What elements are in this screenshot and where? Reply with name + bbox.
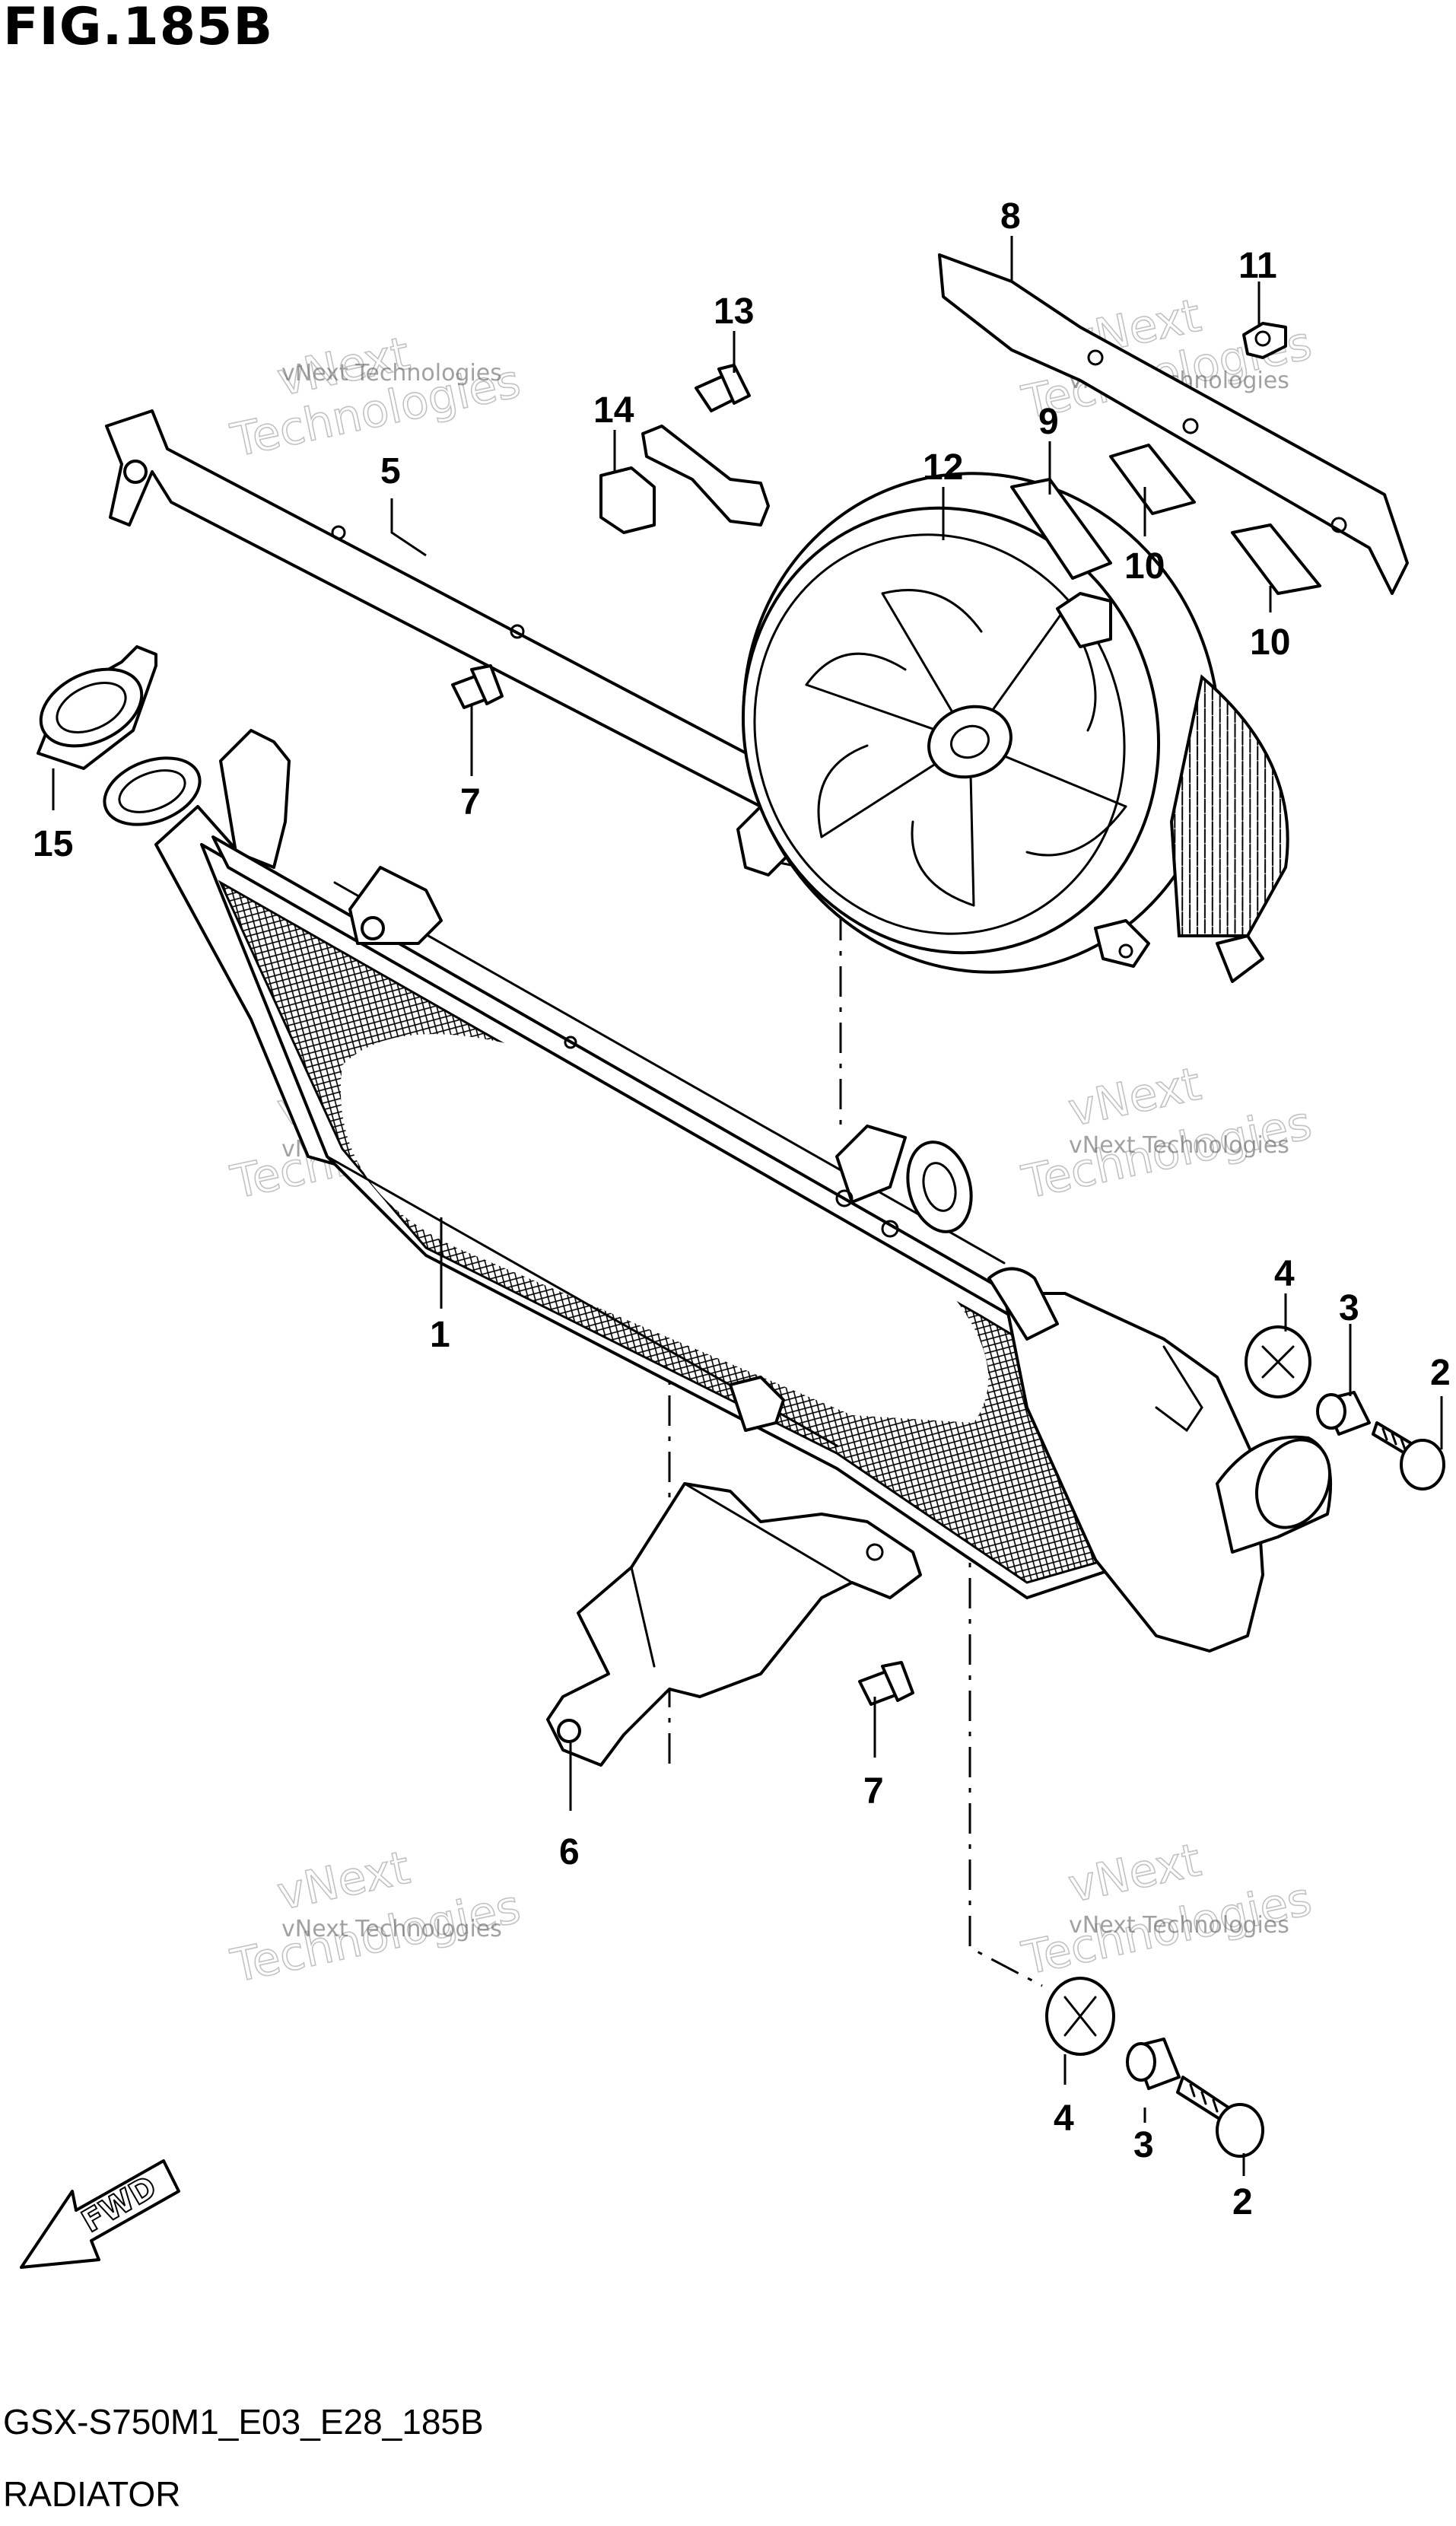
grommet-4 [1045,1977,1115,2056]
callout-11: 11 [1238,246,1277,286]
callout-6: 6 [559,1832,580,1872]
radiator-cap [37,645,157,770]
callout-2: 2 [1430,1353,1451,1393]
diagram-name: RADIATOR [3,2474,181,2514]
bolt-2 [1372,1421,1445,1490]
callout-8: 8 [1000,196,1021,237]
callout-2: 2 [1232,2182,1253,2222]
cushion-10 [1109,444,1196,515]
fwd-arrow-icon: FWD [20,2159,180,2269]
bolt-7 [858,1661,914,1706]
cushion-9 [1010,478,1112,580]
callout-12: 12 [923,447,963,488]
radiator-core [103,729,1333,1653]
bolt-2 [1176,2076,1264,2158]
callout-10: 10 [1250,622,1290,663]
cooling-fan [641,425,1289,983]
callout-15: 15 [33,824,73,864]
callout-1: 1 [430,1315,450,1355]
callout-13: 13 [714,291,754,332]
collar-3 [1126,2038,1181,2090]
grommet-4 [1245,1325,1311,1398]
leader-lines [52,236,1443,2176]
bolt-13 [695,364,751,412]
cushion-10 [1231,523,1321,595]
callout-3: 3 [1339,1288,1359,1328]
fan-shroud-bracket [938,253,1409,595]
figure-title: FIG.185B [3,0,274,57]
watermark-text: vNext Technologies [281,360,502,387]
lower-bracket [546,1482,922,1767]
watermark-text: vNext Technologies [281,1916,502,1942]
callout-7: 7 [460,782,481,822]
collar-3 [1316,1391,1371,1436]
clip-nut-14 [599,466,656,534]
fwd-label: FWD [76,2169,163,2239]
callout-14: 14 [593,390,634,431]
callout-5: 5 [380,451,401,492]
watermark-text: vNext Technologies [1069,1132,1289,1159]
assembly-line [968,1522,1043,1987]
clip-11 [1242,322,1287,359]
callout-4: 4 [1054,2098,1074,2139]
bolt-7 [451,664,504,709]
diagram-code: GSX-S750M1_E03_E28_185B [3,2402,484,2442]
watermark-text: vNext Technologies [1069,1912,1289,1939]
callout-4: 4 [1274,1254,1295,1294]
callout-9: 9 [1038,402,1059,442]
callout-7: 7 [863,1771,884,1812]
callout-3: 3 [1133,2125,1154,2165]
callouts: 1 2 2 3 3 4 4 5 6 7 7 8 9 10 10 11 12 13… [33,196,1451,2222]
callout-10: 10 [1124,546,1165,587]
